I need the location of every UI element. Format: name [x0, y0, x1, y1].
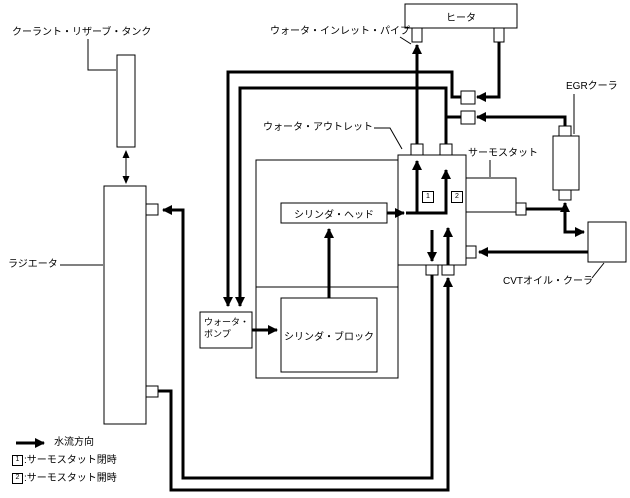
pipe-connector-1: [460, 90, 476, 105]
inlet-pipe-line-2: [235, 86, 461, 307]
water-pump-label-line2: ポンプ: [204, 329, 231, 339]
reserve-tank-box: [116, 54, 136, 148]
cvt-leader-line: [591, 262, 605, 279]
heater-label: ヒータ: [446, 12, 476, 24]
thermostat-label: サーモスタット: [468, 148, 538, 159]
housing-stub-bottom-left: [425, 264, 439, 276]
water-inlet-pipe-label: ウォータ・インレット・パイプ: [270, 26, 410, 37]
component-boxes: [103, 3, 627, 425]
housing-stub-top-left: [410, 143, 424, 156]
radiator-label: ラジエータ: [8, 259, 58, 270]
radiator-stub-top: [145, 203, 159, 216]
radiator-return-loop: [158, 277, 453, 492]
inlet-pipe-line-1: [223, 70, 461, 307]
housing-stub-top-right: [439, 143, 453, 156]
thermostat-open-marker: 2: [451, 191, 463, 203]
flow-lines: [16, 42, 588, 492]
thermostat-box: [465, 177, 517, 213]
cvt-cooler-box: [587, 221, 627, 263]
heater-box: [404, 3, 518, 29]
legend-item-thermostat-open: 2 :サーモスタット開時: [12, 473, 117, 485]
legend-text-2: :サーモスタット開時: [24, 473, 117, 484]
cylinder-head-label: シリンダ・ヘッド: [294, 209, 374, 221]
water-pump-label-line1: ウォータ・: [204, 317, 250, 327]
radiator-supply-loop: [162, 205, 434, 480]
heater-return-line: [476, 42, 501, 102]
legend-text-1: :サーモスタット閉時: [24, 455, 117, 466]
outlet-leader-line: [374, 127, 403, 150]
housing-stub-right: [465, 245, 477, 259]
egr-cooler-label: EGRクーラ: [566, 81, 618, 92]
inlet-pipe-leader-line: [399, 36, 412, 45]
radiator-stub-bottom: [145, 385, 159, 398]
water-pump-box: [199, 311, 253, 349]
thermostat-closed-marker: 1: [422, 191, 434, 203]
housing-riser-2: [417, 169, 451, 215]
legend-symbol-1: 1: [12, 455, 23, 466]
egr-return-line: [476, 112, 567, 126]
flow-direction-label: 水流方向: [54, 437, 94, 448]
legend-symbol-2: 2: [12, 473, 23, 484]
water-pump-label: ウォータ・ ポンプ: [200, 312, 256, 352]
heater-stub-left: [411, 27, 423, 43]
radiator-box: [103, 185, 147, 425]
cylinder-block-label: シリンダ・ブロック: [284, 331, 374, 343]
egr-stub-top: [558, 125, 572, 137]
egr-cooler-box: [552, 135, 580, 191]
cvt-supply-line: [563, 209, 585, 237]
thermostat-stub: [515, 202, 527, 216]
coolant-reserve-tank-label: クーラント・リザーブ・タンク: [12, 27, 152, 38]
water-outlet-label: ウォータ・アウトレット: [263, 122, 373, 133]
leader-lines: [60, 36, 605, 279]
tank-leader-line: [87, 39, 116, 71]
egr-stub-bottom: [558, 189, 572, 201]
cvt-oil-cooler-label: CVTオイル・クーラ: [503, 276, 593, 287]
pipe-connector-2: [460, 110, 476, 125]
legend-item-thermostat-closed: 1 :サーモスタット閉時: [12, 455, 117, 467]
heater-stub-right: [493, 27, 505, 43]
housing-stub-bottom-right: [441, 264, 455, 276]
